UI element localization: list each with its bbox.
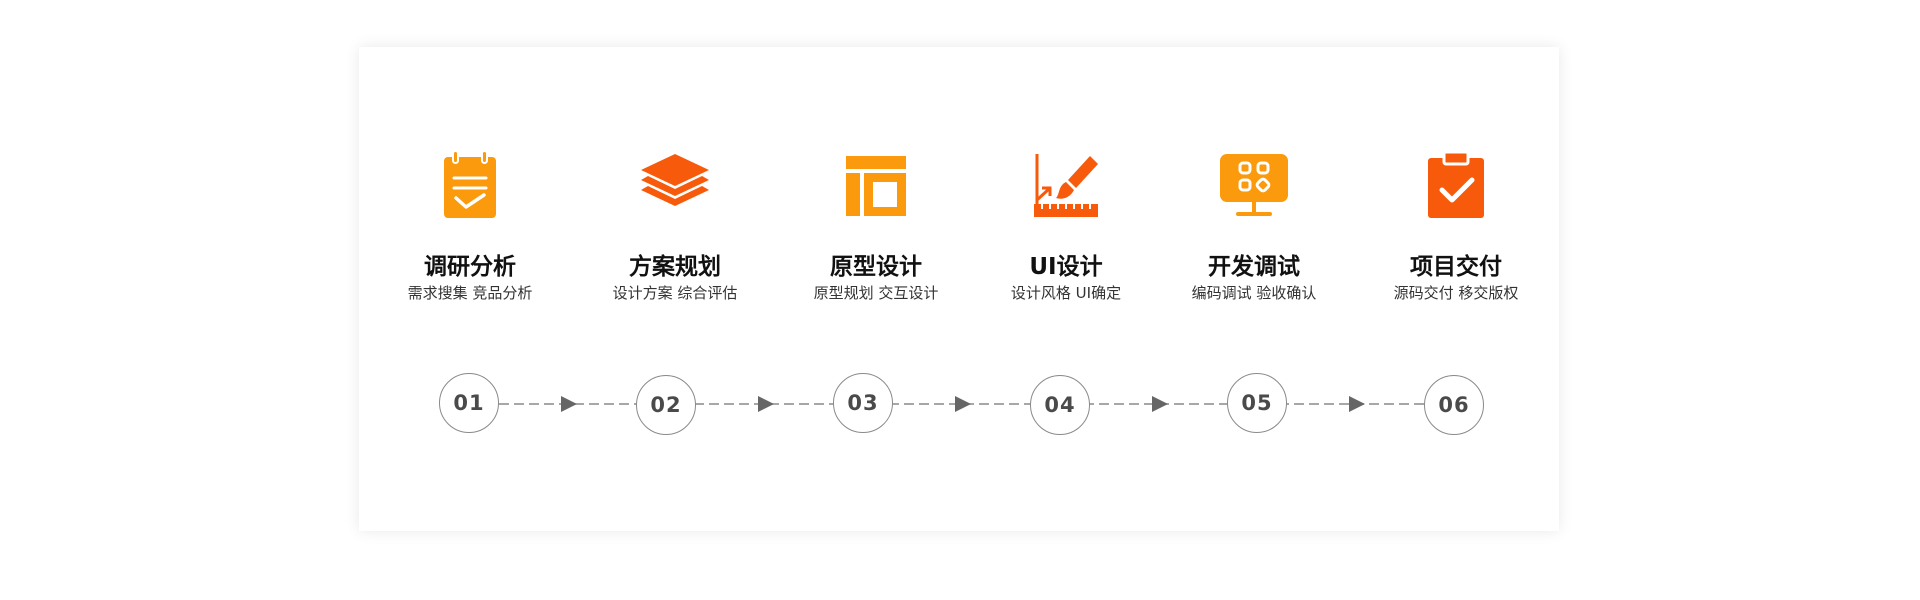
arrow-icon [561,396,577,412]
layout-icon [840,150,912,222]
step-number-02: 02 [636,375,696,435]
step-subtitle: 编码调试 验收确认 [1191,284,1317,302]
arrow-icon [1152,396,1168,412]
step-number-06: 06 [1424,375,1484,435]
step-subtitle: 源码交付 移交版权 [1393,284,1519,302]
step-number-04: 04 [1030,375,1090,435]
step-title: 方案规划 [629,254,721,280]
process-card: 调研分析 需求搜集 竞品分析 方案规划 设计方案 综合评估 原型设计 原型规划 … [359,47,1559,531]
step-number-05: 05 [1227,373,1287,433]
step-subtitle: 原型规划 交互设计 [813,284,939,302]
clipboard-check-icon [1420,150,1492,222]
layers-icon [639,150,711,222]
ruler-brush-icon [1030,150,1102,222]
step-title: 开发调试 [1208,254,1300,280]
step-subtitle: 需求搜集 竞品分析 [407,284,533,302]
arrow-icon [955,396,971,412]
monitor-icon [1218,150,1290,222]
arrow-icon [1349,396,1365,412]
step-title: 调研分析 [424,254,516,280]
notepad-check-icon [434,150,506,222]
step-title: 原型设计 [830,254,922,280]
step-number-03: 03 [833,373,893,433]
arrow-icon [758,396,774,412]
step-title: UI设计 [1029,254,1103,280]
step-number-01: 01 [439,373,499,433]
step-subtitle: 设计方案 综合评估 [612,284,738,302]
step-title: 项目交付 [1410,254,1502,280]
step-subtitle: 设计风格 UI确定 [1010,284,1122,302]
